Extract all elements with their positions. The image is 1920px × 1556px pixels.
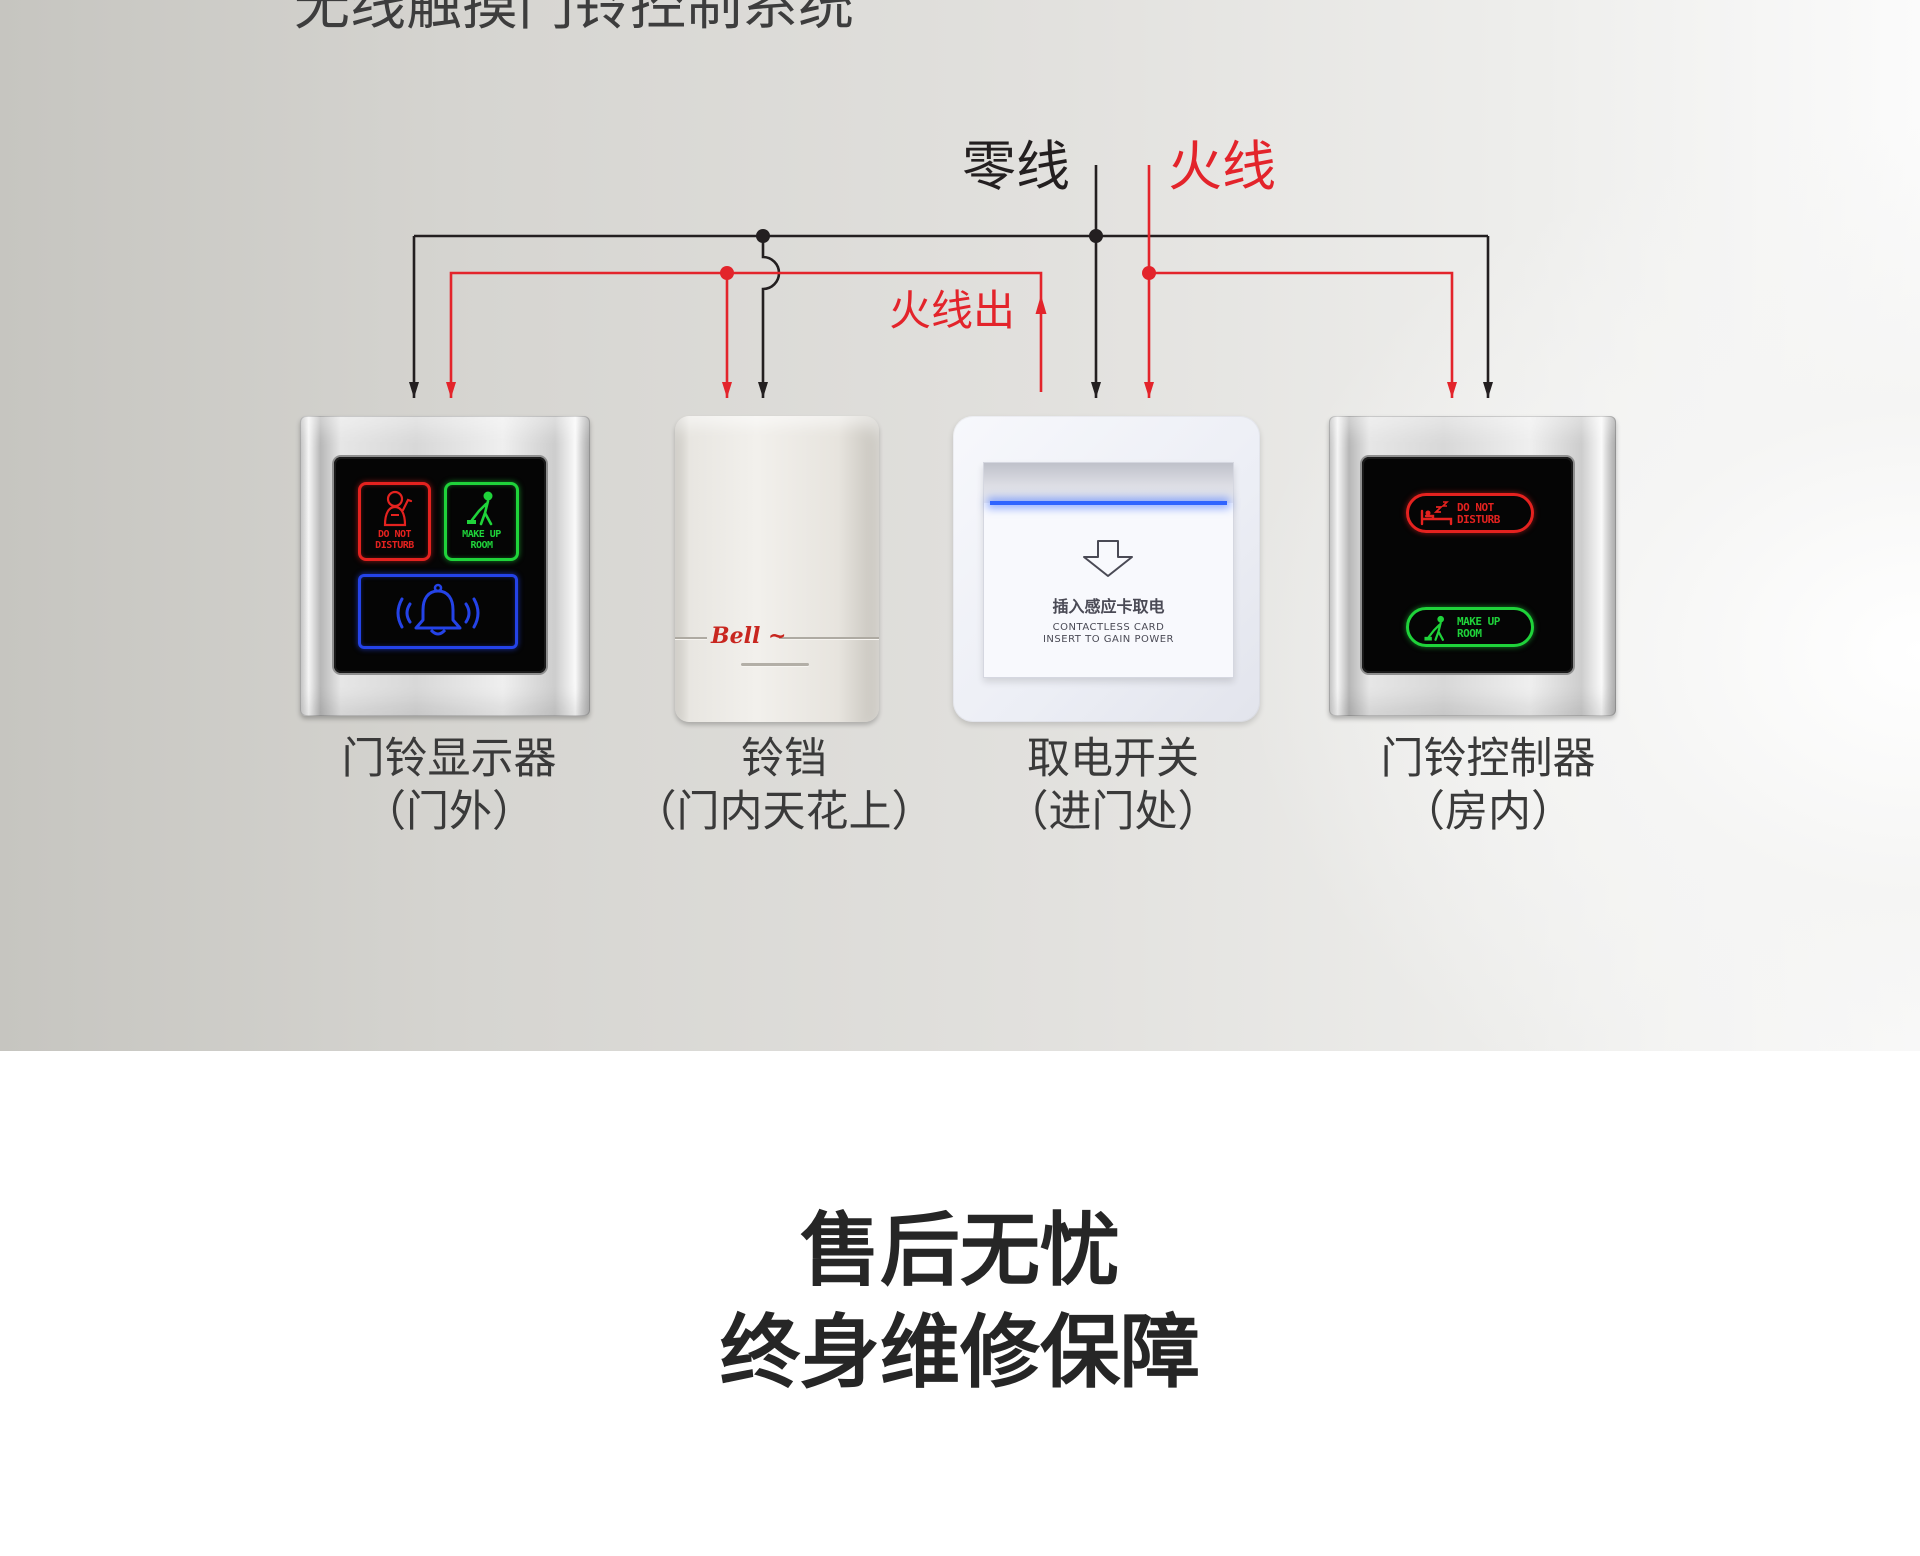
wiring-diagram [409,165,1493,398]
device-name-card-switch: 取电开关 [1027,734,1199,784]
cleaning-icon [1424,615,1444,641]
live-junction-dot [1142,266,1156,280]
doorbell-display-panel: DO NOT DISTURB MAKE UP ROOM [300,416,590,716]
diagram-section: 无线触摸门铃控制系统 零线 火线 火线出 [0,0,1920,1051]
live-to-controller-wire [1149,271,1457,398]
bell-icon [396,583,480,636]
dnd-text-line2: DISTURB [1457,513,1500,526]
mur-text-line1: MAKE UP [462,529,501,540]
dnd-text-line1: DO NOT [1457,501,1494,514]
page-title: 无线触摸门铃控制系统 [294,0,854,38]
live-wire-label: 火线 [1168,135,1276,198]
card-power-switch: 插入感应卡取电 CONTACTLESS CARD INSERT TO GAIN … [953,416,1260,722]
doorbell-controller-panel: DO NOT DISTURB MAKE UP ROOM [1329,416,1616,716]
live-junction-dot [720,266,734,280]
device-location-controller: （房内） [1402,787,1574,837]
groove-line [779,637,879,639]
touch-screen: DO NOT DISTURB MAKE UP ROOM [334,457,546,673]
do-not-disturb-icon [383,490,413,527]
card-instruction-en-line2: INSERT TO GAIN POWER [1042,634,1174,645]
dnd-touch-key: DO NOT DISTURB [1406,493,1534,533]
neutral-junction-dot [756,229,770,243]
touch-screen: DO NOT DISTURB MAKE UP ROOM [1362,457,1573,673]
live-out-wire [446,271,1043,398]
slogan-line1: 售后无忧 [800,1204,1120,1297]
device-name-controller: 门铃控制器 [1380,734,1596,784]
sound-slot [741,663,809,666]
device-location-display: （门外） [363,787,535,837]
dnd-indicator: DO NOT DISTURB [358,482,431,561]
device-name-display: 门铃显示器 [341,734,557,784]
mur-touch-key: MAKE UP ROOM [1406,607,1534,647]
neutral-wire-label: 零线 [962,135,1070,198]
device-location-bell: （门内天花上） [633,787,935,837]
bell-brand-text: Bell ~ [711,623,787,649]
card-indicator-light [990,501,1227,505]
mur-text-line2: ROOM [470,540,493,551]
card-instruction-cn: 插入感应卡取电 [1052,597,1165,616]
card-slot [984,463,1233,503]
neutral-junction-dot [1089,229,1103,243]
arrow-down-icon [1083,540,1133,577]
card-instruction-en-line1: CONTACTLESS CARD [1052,622,1165,633]
make-up-room-icon [467,491,493,526]
card-slot-panel: 插入感应卡取电 CONTACTLESS CARD INSERT TO GAIN … [983,462,1234,678]
live-out-wire-label: 火线出 [889,286,1016,335]
live-out-arrow-up [1035,295,1047,314]
dnd-text-line1: DO NOT [377,529,412,540]
mur-indicator: MAKE UP ROOM [444,482,519,561]
mur-text-line1: MAKE UP [1457,615,1500,628]
mur-text-line2: ROOM [1457,627,1482,640]
neutral-to-bell-wire [758,236,781,398]
slogan-line2: 终身维修保障 [720,1306,1200,1399]
device-location-card-switch: （进门处） [1005,787,1221,837]
groove-line [675,637,707,639]
dnd-text-line2: DISTURB [375,540,414,551]
doorbell-button [358,574,518,649]
bed-icon [1420,501,1453,526]
ceiling-bell-unit: Bell ~ [675,416,879,722]
device-name-bell: 铃铛 [741,734,827,784]
